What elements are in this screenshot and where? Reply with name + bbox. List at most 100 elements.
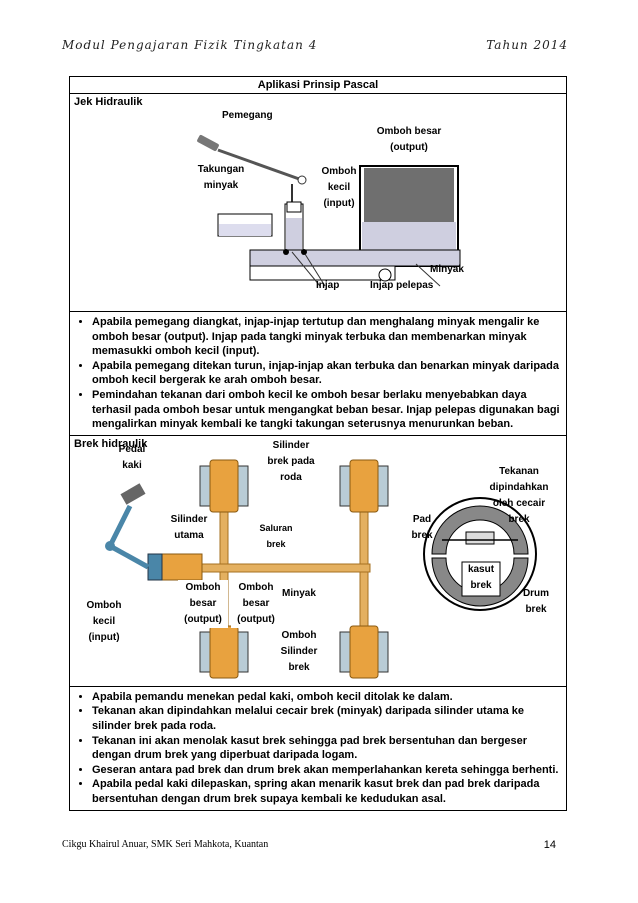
- label-omboh-besar-2-line2: besar: [242, 597, 270, 609]
- jek-point: Apabila pemegang diangkat, injap-injap t…: [92, 315, 560, 359]
- label-omboh-kecil-input-line1: Omboh: [86, 599, 122, 611]
- label-silinder-brek-roda-line2: brek pada: [267, 455, 315, 467]
- jack-handle: [197, 135, 219, 151]
- label-injap-pelepas: Injap pelepas: [370, 280, 434, 291]
- pascal-table: Aplikasi Prinsip Pascal Jek Hidraulik: [69, 76, 567, 811]
- label-omboh-besar-2-line1: Omboh: [238, 581, 274, 593]
- label-omboh-kecil-line1: Omboh: [321, 166, 357, 177]
- label-omboh-besar-2: Omboh besar (output): [231, 579, 281, 628]
- label-pad-brek-line2: brek: [411, 529, 433, 541]
- label-omboh-silinder-brek-line3: brek: [288, 661, 310, 673]
- wheel-cylinder-bottom-left: [199, 625, 249, 679]
- label-omboh-besar-line1: Omboh besar: [376, 126, 442, 137]
- label-silinder-utama: Silinder utama: [164, 512, 214, 544]
- label-tekanan-line4: brek: [508, 513, 530, 525]
- label-tekanan: Tekanan dipindahkan oleh cecair brek: [478, 464, 560, 528]
- master-piston: [147, 553, 163, 581]
- hydraulic-jack-diagram: [197, 135, 461, 287]
- jek-explanation-row: Apabila pemegang diangkat, injap-injap t…: [70, 312, 566, 436]
- label-saluran-brek: Saluran brek: [252, 520, 300, 552]
- brek-point: Apabila pemandu menekan pedal kaki, ombo…: [92, 690, 560, 705]
- label-tekanan-line3: oleh cecair: [492, 497, 546, 509]
- label-tekanan-line1: Tekanan: [499, 465, 539, 477]
- label-kasut-brek-line1: kasut: [467, 563, 495, 575]
- pointer-injap-2: [304, 253, 326, 287]
- footer-page-number: 14: [543, 839, 556, 851]
- master-cylinder: [161, 553, 203, 581]
- jek-section-title: Jek Hidraulik: [74, 96, 143, 108]
- label-omboh-besar-1-line1: Omboh: [185, 581, 221, 593]
- label-omboh-besar-line2: (output): [390, 142, 428, 153]
- label-pad-brek: Pad brek: [406, 512, 438, 544]
- label-omboh-besar-2-line3: (output): [237, 613, 275, 625]
- label-omboh-besar-1-line3: (output): [184, 613, 222, 625]
- header-module-title: Modul Pengajaran Fizik Tingkatan 4: [62, 38, 318, 52]
- label-drum-brek: Drum brek: [516, 586, 556, 618]
- label-takungan-line1: Takungan: [197, 164, 245, 175]
- reservoir-oil: [219, 224, 271, 236]
- label-kasut-brek-line2: brek: [470, 579, 492, 591]
- label-silinder-utama-line1: Silinder: [170, 513, 208, 525]
- brek-section-title: Brek hidraulik: [74, 437, 148, 450]
- label-pedal-kaki: Pedal kaki: [112, 442, 152, 474]
- jek-point: Pemindahan tekanan dari omboh kecil ke o…: [92, 388, 560, 432]
- wheel-cylinder-top-left: [199, 459, 249, 513]
- jek-diagram-row: Jek Hidraulik: [70, 94, 566, 312]
- label-omboh-besar-1-line2: besar: [189, 597, 217, 609]
- label-minyak: Minyak: [430, 264, 464, 275]
- brek-point: Apabila pedal kaki dilepaskan, spring ak…: [92, 777, 560, 806]
- wheel-cylinder-bottom-right: [339, 625, 389, 679]
- label-minyak-brek: Minyak: [282, 587, 316, 599]
- connecting-pipe: [249, 249, 461, 267]
- label-silinder-brek-roda-line1: Silinder: [272, 439, 310, 451]
- push-rod: [108, 543, 150, 569]
- pointer-injap-1: [291, 251, 321, 287]
- brek-point: Tekanan akan dipindahkan melalui cecair …: [92, 704, 560, 733]
- label-tekanan-line2: dipindahkan: [489, 481, 549, 493]
- brek-explanation-row: Apabila pemandu menekan pedal kaki, ombo…: [70, 687, 566, 810]
- release-valve: [378, 268, 392, 282]
- label-omboh-silinder-brek-line1: Omboh: [281, 629, 317, 641]
- label-silinder-brek-roda: Silinder brek pada roda: [256, 438, 326, 486]
- label-omboh-silinder-brek-line2: Silinder: [280, 645, 318, 657]
- kasut-box: [461, 561, 501, 597]
- brek-point: Geseran antara pad brek dan drum brek ak…: [92, 763, 560, 778]
- label-pemegang: Pemegang: [222, 110, 273, 121]
- hydraulic-brake-diagram: [105, 459, 537, 679]
- label-omboh-kecil-input-line3: (input): [88, 631, 120, 643]
- label-saluran-brek-line1: Saluran: [259, 522, 293, 533]
- small-piston: [286, 201, 302, 213]
- label-injap: Injap: [316, 280, 340, 291]
- pedal-pad: [120, 483, 146, 505]
- label-silinder-utama-line2: utama: [174, 529, 204, 541]
- pedal-arm: [107, 504, 133, 547]
- label-takungan: Takungan minyak: [188, 162, 254, 194]
- jek-point: Apabila pemegang ditekan turun, injap-in…: [92, 359, 560, 388]
- label-omboh-besar: Omboh besar (output): [366, 124, 452, 156]
- label-omboh-silinder-brek: Omboh Silinder brek: [272, 627, 326, 676]
- label-omboh-kecil-input: Omboh kecil (input): [82, 598, 126, 646]
- label-silinder-brek-roda-line3: roda: [280, 471, 302, 483]
- label-saluran-brek-line2: brek: [266, 538, 286, 549]
- valve-2: [301, 249, 307, 255]
- footer-author: Cikgu Khairul Anuar, SMK Seri Mahkota, K…: [62, 839, 269, 850]
- label-drum-brek-line1: Drum: [522, 587, 550, 599]
- small-cylinder-oil: [286, 218, 302, 252]
- lever-pivot: [297, 175, 307, 185]
- header-year: Tahun 2014: [486, 38, 568, 52]
- brek-diagram-row: Brek hidraulik: [70, 436, 566, 687]
- return-pipe: [249, 265, 396, 281]
- label-omboh-besar-1: Omboh besar (output): [178, 579, 228, 628]
- label-omboh-kecil: Omboh kecil (input): [314, 164, 364, 212]
- label-pedal-kaki-line1: Pedal: [118, 443, 146, 455]
- label-omboh-kecil-input-line2: kecil: [92, 615, 116, 627]
- drum-wheel-cylinder: [465, 531, 495, 545]
- jack-lever: [217, 148, 303, 182]
- label-drum-brek-line2: brek: [525, 603, 547, 615]
- label-omboh-kecil-line3: (input): [323, 198, 355, 209]
- table-title: Aplikasi Prinsip Pascal: [70, 77, 566, 94]
- label-pad-brek-line1: Pad: [412, 513, 432, 525]
- brake-shoe-top: [431, 505, 529, 555]
- pointer-minyak: [415, 263, 441, 287]
- valve-1: [283, 249, 289, 255]
